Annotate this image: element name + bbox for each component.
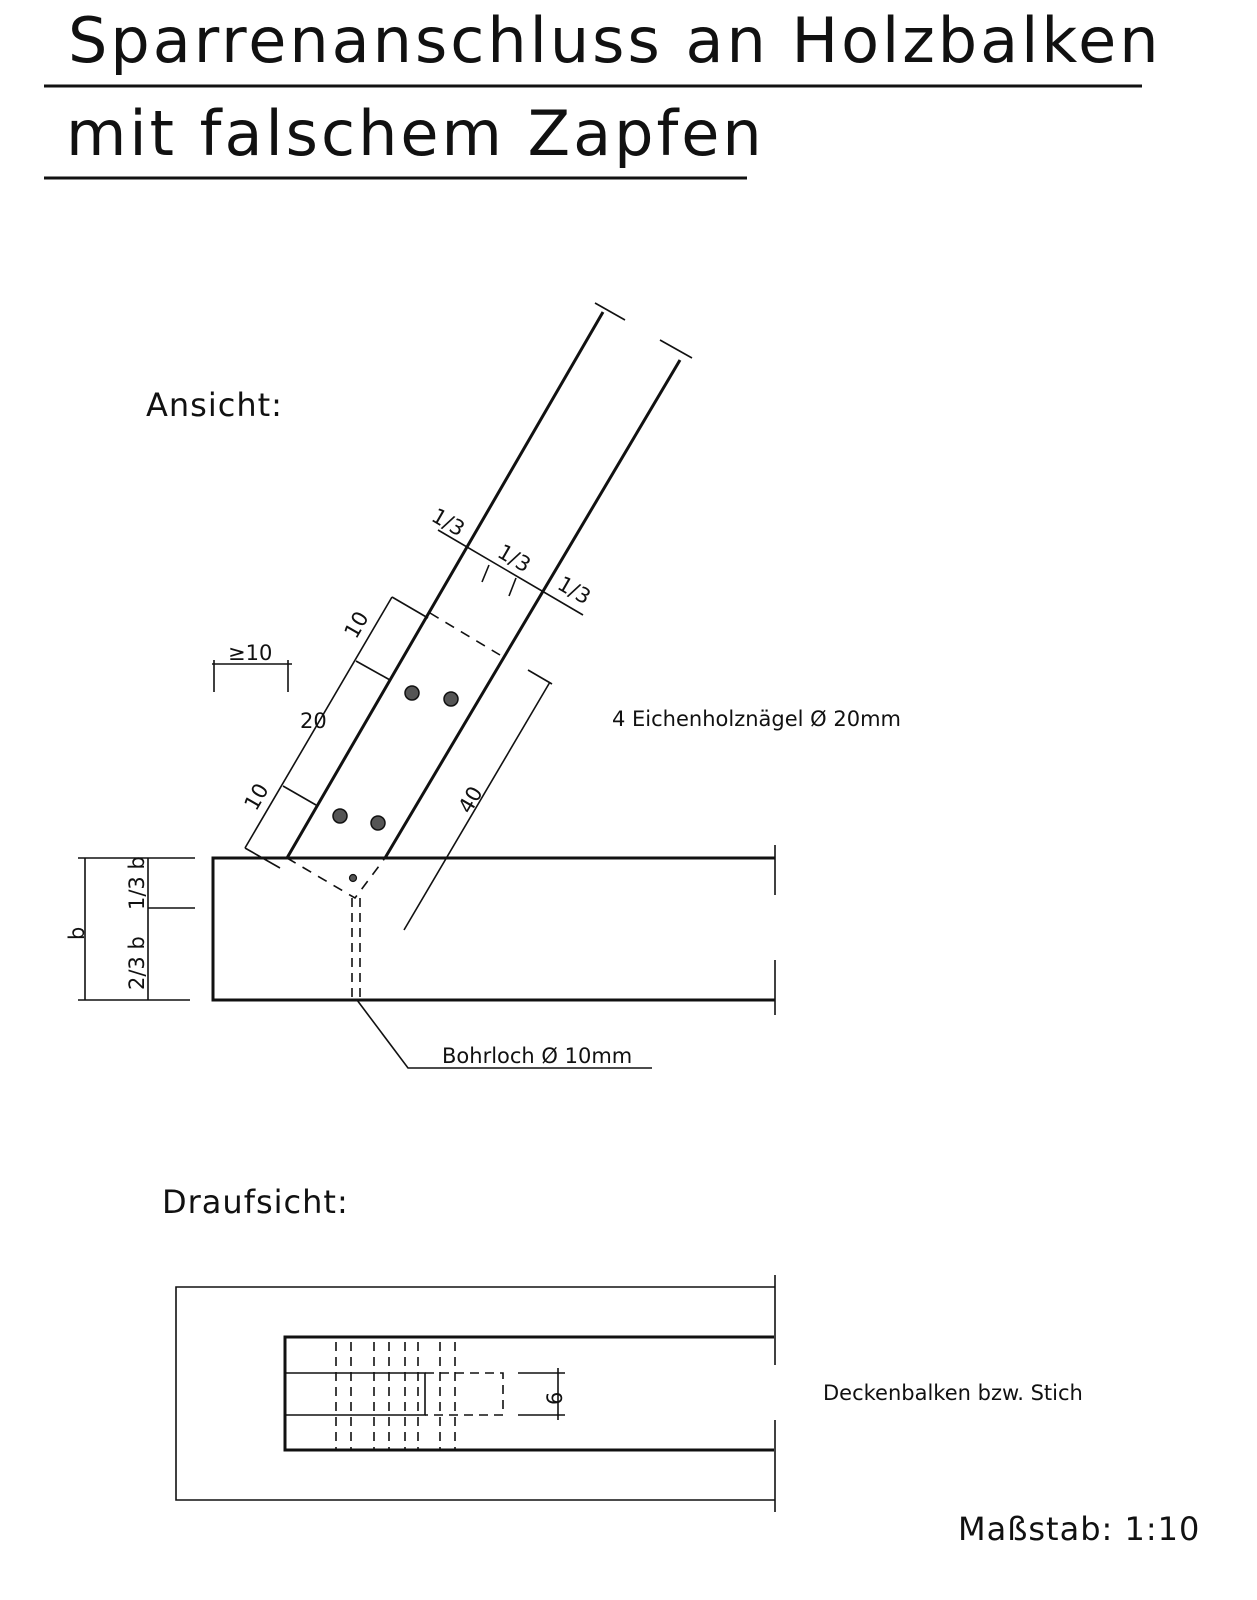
thirds-dimension: 1/3 1/3 1/3	[428, 504, 595, 616]
beam-height-dimensions: b 2/3 b 1/3 b	[65, 856, 195, 1001]
dim-40: 40	[454, 782, 488, 817]
drill-hole-annotation: Bohrloch Ø 10mm	[442, 1044, 632, 1068]
nails-annotation: 4 Eichenholznägel Ø 20mm	[612, 707, 901, 731]
ceiling-beam-elevation	[211, 845, 776, 1015]
dim-6: 6	[543, 1392, 567, 1405]
plan-view: 6	[175, 1275, 776, 1512]
rafter	[285, 302, 693, 859]
overhang-dimension: ≥10	[212, 641, 292, 692]
dim-third-c: 1/3	[554, 572, 595, 610]
tenon-end-hidden-line	[429, 612, 501, 656]
title-line-2: mit falschem Zapfen	[66, 97, 765, 170]
dim-min-overhang: ≥10	[228, 641, 272, 665]
dim-two-thirds-b: 2/3 b	[125, 936, 149, 990]
plan-label: Draufsicht:	[162, 1183, 349, 1221]
beam-annotation: Deckenbalken bzw. Stich	[823, 1381, 1083, 1405]
dimension-40: 40	[403, 669, 553, 931]
dim-one-third-b: 1/3 b	[125, 856, 149, 910]
dim-20: 20	[300, 709, 327, 733]
elevation-label: Ansicht:	[146, 386, 283, 424]
dim-third-a: 1/3	[428, 504, 469, 542]
tenon-length-dimensions: 10 20 10	[240, 596, 429, 869]
drill-hole	[348, 873, 358, 883]
oak-nails	[332, 685, 459, 831]
dim-b: b	[65, 927, 89, 940]
scale-label: Maßstab: 1:10	[958, 1510, 1200, 1548]
dim-third-b: 1/3	[494, 540, 535, 578]
title-line-1: Sparrenanschluss an Holzbalken	[68, 4, 1162, 77]
drill-hole-leader	[356, 999, 652, 1069]
tenon-hidden-line	[286, 857, 386, 900]
